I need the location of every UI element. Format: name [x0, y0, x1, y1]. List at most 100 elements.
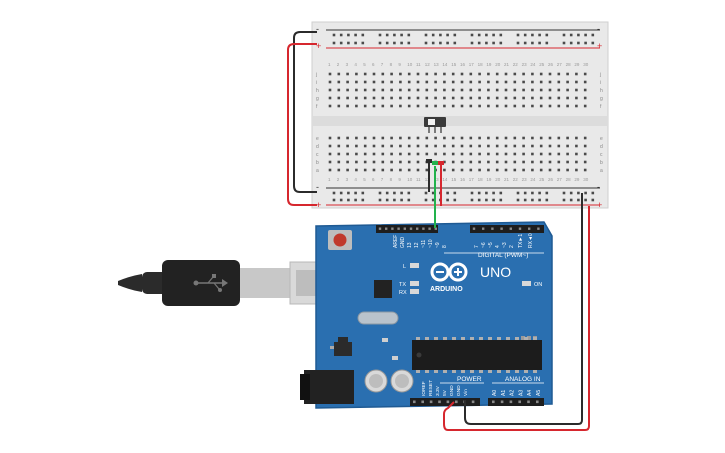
breadboard-hole[interactable]	[434, 136, 437, 140]
breadboard-rail-hole[interactable]	[577, 41, 580, 45]
breadboard-hole[interactable]	[583, 96, 587, 100]
breadboard-hole[interactable]	[390, 152, 393, 156]
breadboard-hole[interactable]	[548, 168, 552, 172]
breadboard-hole[interactable]	[487, 72, 490, 76]
breadboard-hole[interactable]	[337, 152, 341, 156]
breadboard-rail-hole[interactable]	[470, 198, 474, 202]
breadboard-hole[interactable]	[443, 144, 446, 148]
breadboard-hole[interactable]	[575, 144, 578, 148]
breadboard-rail-hole[interactable]	[562, 191, 566, 195]
breadboard-hole[interactable]	[416, 152, 420, 156]
breadboard-rail-hole[interactable]	[439, 33, 442, 37]
header-pin[interactable]	[509, 227, 512, 230]
breadboard-hole[interactable]	[346, 72, 349, 76]
breadboard-hole[interactable]	[522, 144, 525, 148]
breadboard-rail-hole[interactable]	[446, 198, 449, 202]
usb-cable[interactable]	[118, 260, 351, 306]
breadboard-hole[interactable]	[443, 96, 446, 100]
breadboard-hole[interactable]	[469, 96, 473, 100]
breadboard-hole[interactable]	[381, 152, 385, 156]
breadboard-hole[interactable]	[381, 104, 385, 108]
header-pin[interactable]	[492, 400, 495, 404]
breadboard-hole[interactable]	[557, 160, 561, 164]
breadboard-rail-hole[interactable]	[393, 33, 396, 37]
breadboard-rail-hole[interactable]	[378, 33, 382, 37]
breadboard-hole[interactable]	[513, 136, 517, 140]
breadboard-hole[interactable]	[522, 80, 525, 84]
breadboard-hole[interactable]	[504, 152, 508, 156]
breadboard-hole[interactable]	[522, 168, 525, 172]
header-pin[interactable]	[422, 227, 425, 230]
breadboard-hole[interactable]	[548, 80, 552, 84]
breadboard-hole[interactable]	[583, 104, 587, 108]
breadboard-rail-hole[interactable]	[407, 33, 411, 37]
breadboard-hole[interactable]	[566, 96, 569, 100]
breadboard-hole[interactable]	[390, 96, 393, 100]
breadboard-hole[interactable]	[425, 152, 429, 156]
breadboard-hole[interactable]	[381, 72, 385, 76]
breadboard-hole[interactable]	[443, 104, 446, 108]
breadboard-hole[interactable]	[355, 168, 358, 172]
wire-left-positive-rails[interactable]	[287, 43, 317, 206]
breadboard-hole[interactable]	[522, 152, 525, 156]
breadboard-rail-hole[interactable]	[485, 198, 488, 202]
breadboard-hole[interactable]	[460, 72, 464, 76]
breadboard-hole[interactable]	[478, 136, 481, 140]
breadboard-rail-hole[interactable]	[446, 41, 449, 45]
breadboard-hole[interactable]	[504, 160, 508, 164]
breadboard-hole[interactable]	[346, 136, 349, 140]
breadboard-hole[interactable]	[469, 80, 473, 84]
breadboard-hole[interactable]	[346, 144, 349, 148]
header-pin[interactable]	[471, 400, 475, 404]
breadboard-hole[interactable]	[363, 96, 367, 100]
breadboard-hole[interactable]	[451, 152, 455, 156]
breadboard-hole[interactable]	[363, 88, 367, 92]
breadboard-hole[interactable]	[451, 144, 455, 148]
breadboard-rail-hole[interactable]	[562, 33, 566, 37]
breadboard-hole[interactable]	[451, 88, 455, 92]
breadboard-rail-hole[interactable]	[361, 198, 365, 202]
breadboard-hole[interactable]	[416, 104, 420, 108]
breadboard-hole[interactable]	[531, 104, 534, 108]
breadboard-hole[interactable]	[372, 152, 376, 156]
breadboard-hole[interactable]	[495, 80, 499, 84]
breadboard-hole[interactable]	[539, 160, 543, 164]
breadboard-hole[interactable]	[390, 80, 393, 84]
breadboard-hole[interactable]	[399, 160, 402, 164]
breadboard-hole[interactable]	[548, 144, 552, 148]
breadboard-hole[interactable]	[469, 168, 473, 172]
breadboard-rail-hole[interactable]	[538, 191, 541, 195]
breadboard-rail-hole[interactable]	[431, 191, 435, 195]
breadboard-hole[interactable]	[390, 72, 393, 76]
breadboard-rail-hole[interactable]	[393, 41, 396, 45]
breadboard-rail-hole[interactable]	[400, 41, 403, 45]
breadboard-hole[interactable]	[504, 80, 508, 84]
breadboard-hole[interactable]	[583, 160, 587, 164]
breadboard-rail-hole[interactable]	[385, 41, 389, 45]
breadboard-rail-hole[interactable]	[523, 41, 527, 45]
breadboard-rail-hole[interactable]	[538, 33, 541, 37]
breadboard-hole[interactable]	[434, 144, 437, 148]
breadboard-hole[interactable]	[522, 160, 525, 164]
breadboard-rail-hole[interactable]	[378, 191, 382, 195]
breadboard-hole[interactable]	[495, 72, 499, 76]
breadboard-hole[interactable]	[355, 72, 358, 76]
breadboard-hole[interactable]	[504, 72, 508, 76]
header-pin[interactable]	[455, 400, 458, 404]
breadboard-rail-hole[interactable]	[584, 41, 587, 45]
breadboard-rail-hole[interactable]	[470, 191, 474, 195]
breadboard-hole[interactable]	[513, 88, 517, 92]
wire-left-negative-rails[interactable]	[293, 31, 317, 193]
breadboard-hole[interactable]	[478, 88, 481, 92]
breadboard-hole[interactable]	[487, 104, 490, 108]
breadboard-hole[interactable]	[469, 72, 473, 76]
breadboard-hole[interactable]	[557, 96, 561, 100]
breadboard-rail-hole[interactable]	[332, 198, 336, 202]
header-pin[interactable]	[472, 227, 476, 230]
breadboard-hole[interactable]	[566, 80, 569, 84]
breadboard-rail-hole[interactable]	[424, 191, 428, 195]
breadboard-hole[interactable]	[372, 80, 376, 84]
breadboard-rail-hole[interactable]	[424, 41, 428, 45]
